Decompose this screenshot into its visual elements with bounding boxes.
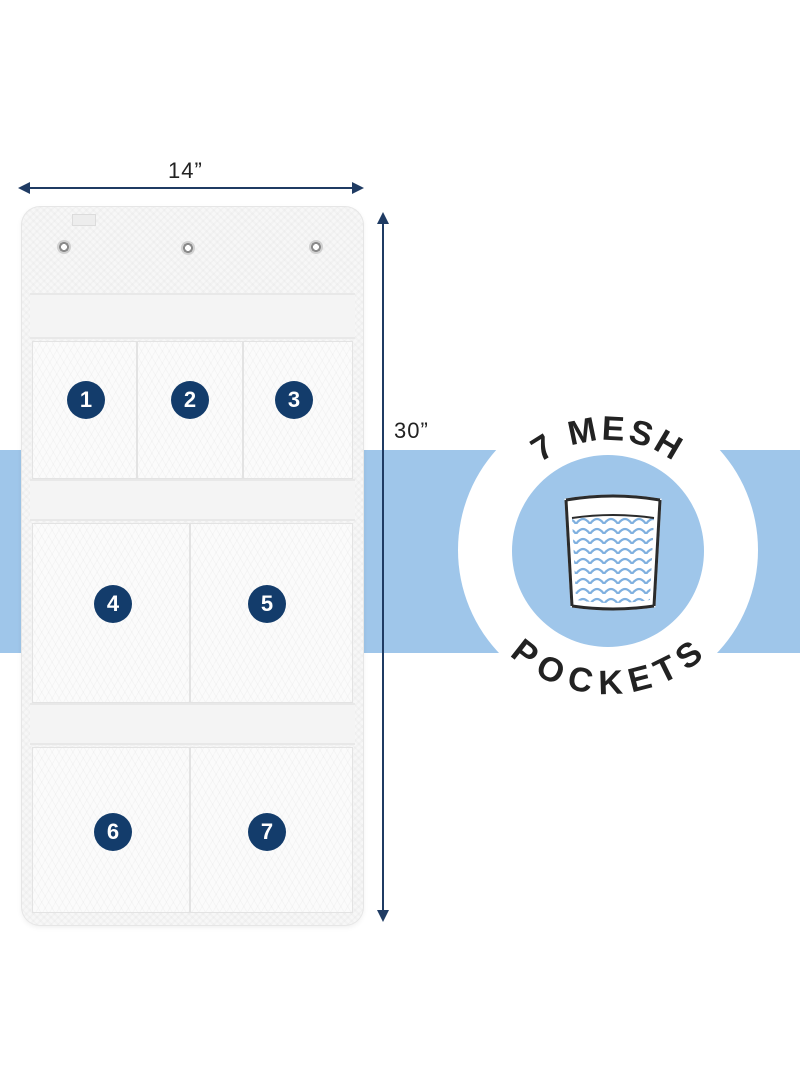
pocket-number-5: 5: [248, 585, 286, 623]
organizer-tag: [72, 214, 96, 226]
badge-curved-text: 7 MESH POCKETS: [504, 410, 712, 700]
grommet-icon: [309, 240, 323, 254]
mesh-basket-icon: [564, 494, 662, 611]
svg-text:POCKETS: POCKETS: [504, 632, 712, 700]
pocket-number-2: 2: [171, 381, 209, 419]
badge-bottom-text: POCKETS: [504, 632, 709, 700]
width-dimension-arrow: [18, 182, 364, 194]
organizer-strip: [30, 293, 355, 339]
grommet-icon: [57, 240, 71, 254]
width-label: 14”: [168, 158, 203, 183]
badge-top-text: 7 MESH: [525, 410, 688, 470]
organizer-strip: [30, 479, 355, 521]
height-dimension-arrow: [377, 212, 389, 922]
pocket-number-7: 7: [248, 813, 286, 851]
pocket-number-4: 4: [94, 585, 132, 623]
svg-text:7 MESH: 7 MESH: [525, 410, 691, 470]
pocket-number-1: 1: [67, 381, 105, 419]
pocket-number-6: 6: [94, 813, 132, 851]
organizer-strip: [30, 703, 355, 745]
hanging-organizer: [22, 207, 363, 925]
grommet-icon: [181, 241, 195, 255]
pocket-number-3: 3: [275, 381, 313, 419]
height-label: 30”: [394, 418, 429, 443]
